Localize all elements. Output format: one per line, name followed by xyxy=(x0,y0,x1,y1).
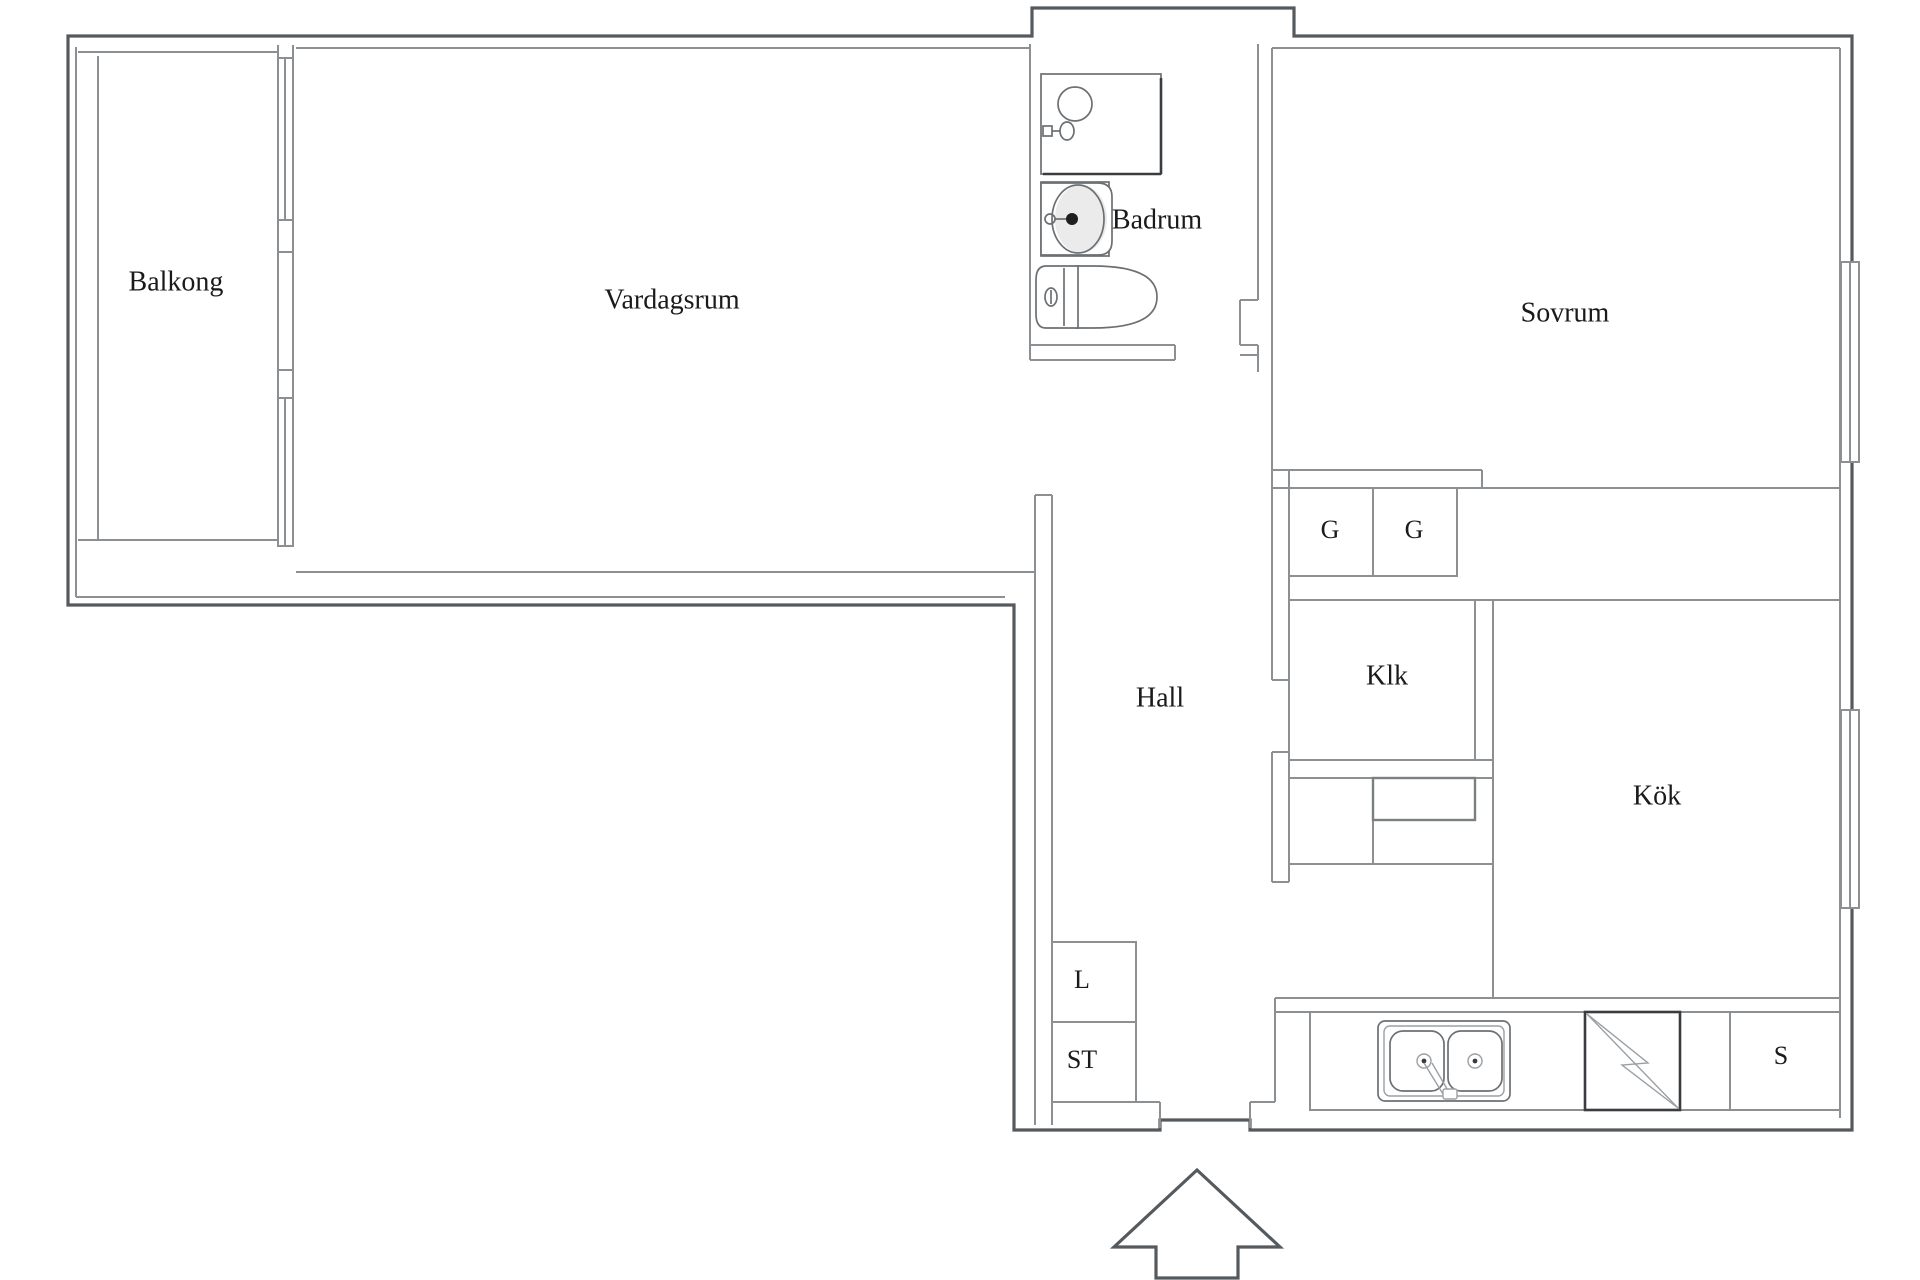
room-label-kok: Kök xyxy=(1633,780,1681,811)
room-label-hall: Hall xyxy=(1136,682,1184,713)
stove-fixture xyxy=(1583,1010,1682,1112)
storage-label-linneskap: L xyxy=(1074,965,1090,994)
entrance-opening xyxy=(1249,1012,1276,1128)
room-label-balkong: Balkong xyxy=(129,266,224,297)
hall-closets xyxy=(1051,941,1161,1128)
storage-label-garderob-1: G xyxy=(1321,515,1340,544)
sovrum-window xyxy=(1840,261,1860,463)
room-badrum xyxy=(1029,44,1259,372)
shower-tray-fixture xyxy=(1040,73,1163,176)
balcony-window xyxy=(277,369,294,547)
room-label-badrum: Badrum xyxy=(1112,204,1202,235)
room-vardagsrum xyxy=(296,47,1053,1125)
kok-window xyxy=(1840,709,1860,909)
storage-label-stadskap: ST xyxy=(1067,1045,1097,1074)
wardrobe-group-g xyxy=(1271,469,1458,681)
outer-walls xyxy=(66,6,1854,1132)
room-klk xyxy=(1271,599,1494,883)
kitchen-counter-run xyxy=(1274,997,1841,1111)
storage-label-skafferi: S xyxy=(1774,1041,1788,1070)
room-label-klk: Klk xyxy=(1366,660,1408,691)
room-label-vardagsrum: Vardagsrum xyxy=(604,284,740,315)
kitchen-cabinet-block xyxy=(1288,776,1494,865)
kitchen-sink-fixture xyxy=(1377,1020,1511,1102)
room-label-sovrum: Sovrum xyxy=(1521,297,1610,328)
room-kok xyxy=(1492,599,1840,998)
toilet-fixture xyxy=(1035,265,1158,329)
shower-mixer-icon xyxy=(1042,121,1075,141)
storage-label-garderob-2: G xyxy=(1405,515,1424,544)
room-sovrum xyxy=(1271,47,1841,1118)
wash-basin-fixture xyxy=(1040,181,1113,257)
balcony-door xyxy=(277,57,294,253)
entrance-direction-arrow xyxy=(1109,1167,1285,1280)
